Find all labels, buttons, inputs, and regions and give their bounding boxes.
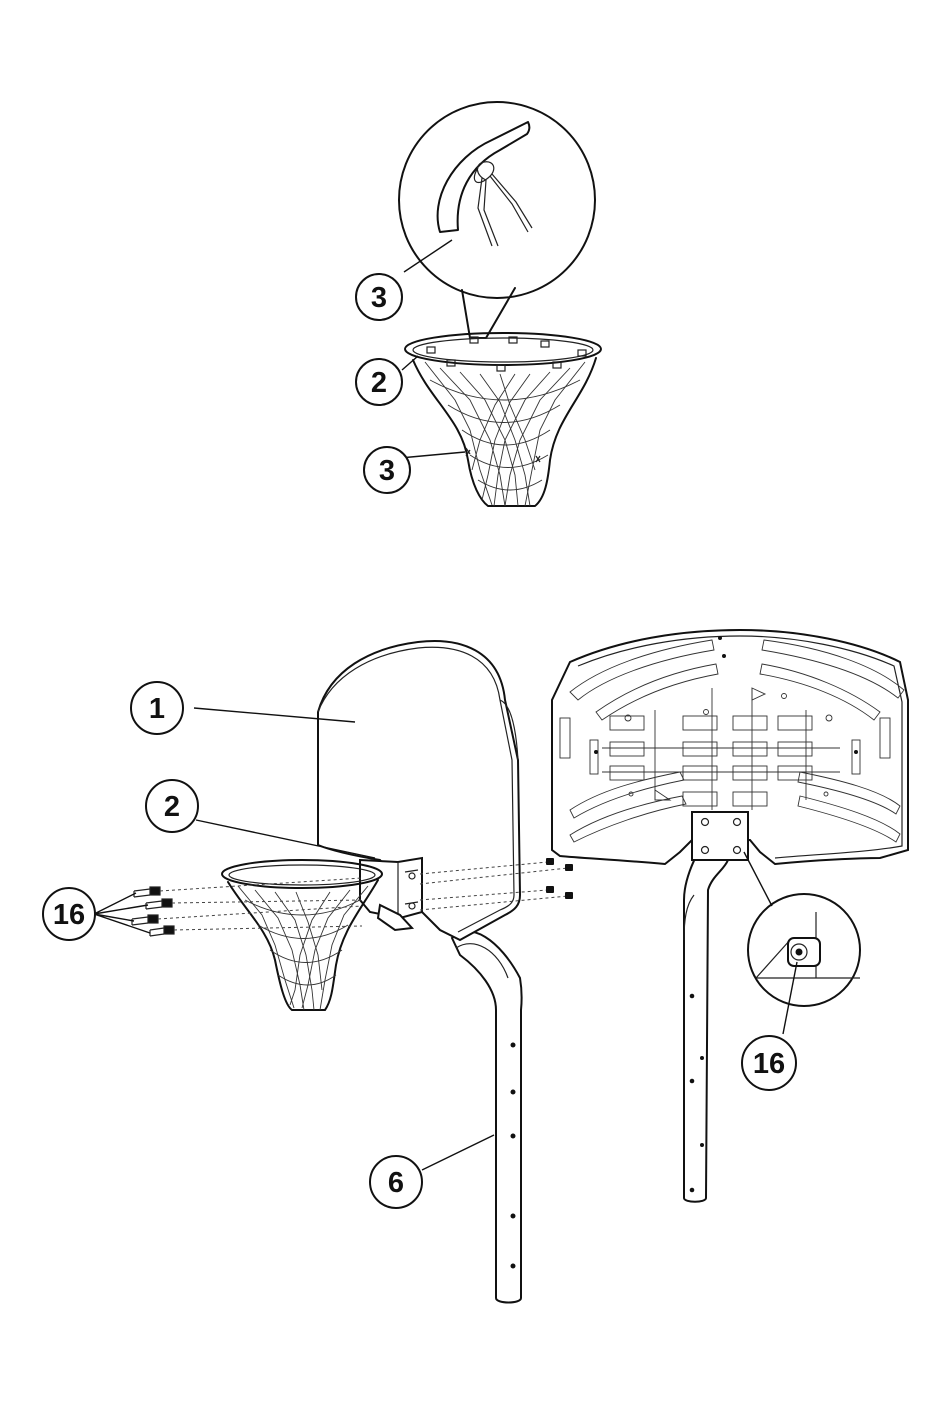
backboard-rear: [552, 630, 908, 864]
leader-bolts: [94, 893, 150, 933]
callout-label: 1: [149, 693, 165, 725]
leader-net-loop-top: [404, 240, 452, 272]
front-assembly-figure: 1 2 16 6: [43, 641, 573, 1302]
callout-backboard: 1: [131, 682, 183, 734]
callout-pole: 6: [370, 1156, 422, 1208]
callout-bolts: 16: [43, 888, 95, 940]
callout-label: 16: [753, 1048, 785, 1080]
callout-rim-top: 2: [356, 359, 402, 405]
rear-pole: [684, 846, 728, 1202]
net-attachment-figure: 3 2 3: [356, 102, 601, 506]
rear-view-figure: 16: [552, 630, 908, 1202]
rim-with-net: [405, 333, 601, 506]
callout-label: 16: [53, 899, 85, 931]
pole: [452, 931, 522, 1302]
callout-rear-bolt: 16: [742, 1036, 796, 1090]
callout-net-loop-top: 3: [356, 274, 402, 320]
net-hook-detail-circle: [399, 102, 595, 338]
callout-rim-bracket: 2: [146, 780, 198, 832]
callout-label: 2: [371, 367, 387, 399]
leader-rim: [402, 356, 418, 370]
callout-label: 3: [371, 282, 387, 314]
bolt-detail-circle: [744, 852, 860, 1034]
leader-pole: [422, 1135, 494, 1170]
callout-net-loop-bottom: 3: [364, 447, 410, 493]
callout-label: 3: [379, 455, 395, 487]
leader-net-loop-bottom: [400, 452, 465, 458]
callout-label: 6: [388, 1167, 404, 1199]
callout-label: 2: [164, 791, 180, 823]
rim-front: [222, 860, 382, 1010]
